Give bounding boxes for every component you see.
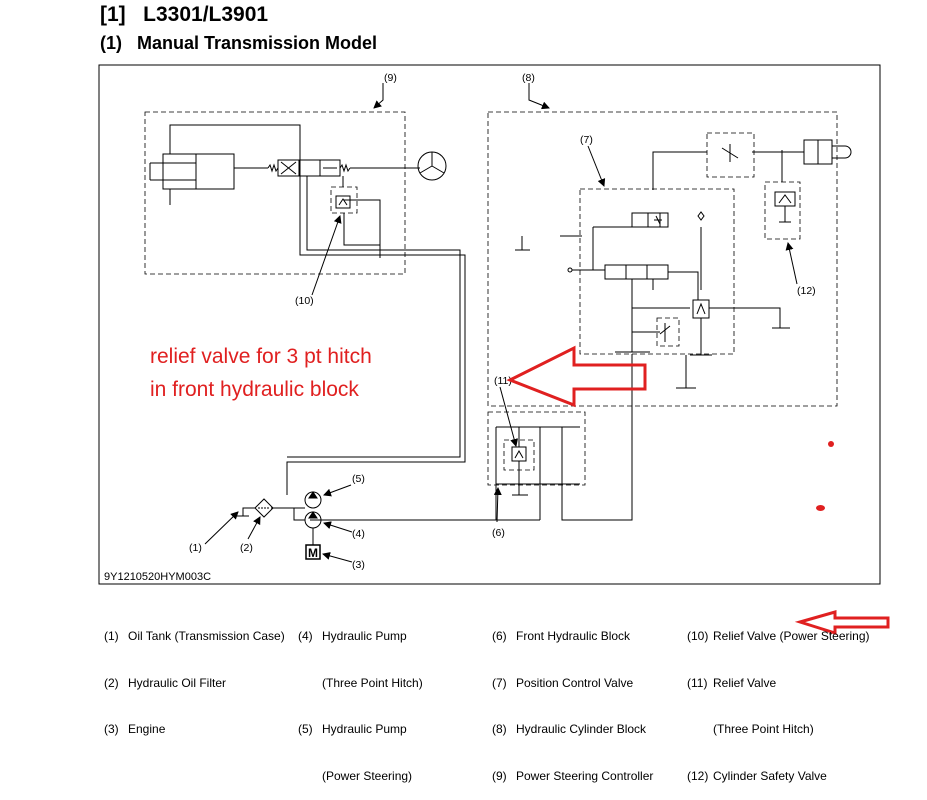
pcv-relief-box	[656, 317, 680, 347]
red-dot-2	[816, 505, 825, 511]
callout-2: (2)	[240, 542, 253, 554]
legend-item: (11)Relief Valve	[687, 675, 777, 690]
legend-item: (Three Point Hitch)	[322, 675, 423, 690]
front-hydraulic-block-box	[487, 411, 586, 486]
legend-column-2: (4)Hydraulic Pump (Three Point Hitch) (5…	[298, 598, 423, 800]
cylinder-safety-valve-box	[764, 181, 801, 240]
legend-item: (1)Oil Tank (Transmission Case)	[104, 629, 285, 643]
callout-6: (6)	[492, 527, 505, 539]
callout-1: (1)	[189, 542, 202, 554]
legend-item: (2)Hydraulic Oil Filter	[104, 675, 227, 690]
legend-column-1: (1)Oil Tank (Transmission Case) (2)Hydra…	[104, 598, 285, 753]
engine-symbol-letter: M	[308, 546, 318, 560]
callout-5: (5)	[352, 473, 365, 485]
annotation-arrow-small	[794, 610, 890, 636]
flow-control-box	[706, 132, 755, 178]
legend-item: (6)Front Hydraulic Block	[492, 629, 631, 643]
section-title: [1] L3301/L3901	[100, 3, 269, 26]
callout-11: (11)	[494, 375, 512, 387]
legend-item: (10)Relief Valve (Power Steering)	[687, 629, 870, 643]
hydraulic-cylinder-block-box	[487, 111, 838, 407]
diagram-code: 9Y1210520HYM003C	[104, 571, 211, 583]
callout-3: (3)	[352, 559, 365, 571]
legend-item: (7)Position Control Valve	[492, 675, 634, 690]
annotation-line-1: relief valve for 3 pt hitch	[150, 345, 372, 368]
legend-column-4: (10)Relief Valve (Power Steering) (11)Re…	[687, 598, 870, 800]
subsection-title: (1) Manual Transmission Model	[100, 33, 378, 53]
callout-9: (9)	[384, 72, 397, 84]
legend-item: (8)Hydraulic Cylinder Block	[492, 722, 647, 736]
callout-4: (4)	[352, 528, 365, 540]
hydraulic-diagram: (9) (8) (7) (12) (10) (11) (6) (5) (4) (…	[98, 64, 890, 636]
callout-8: (8)	[522, 72, 535, 84]
legend-item: (3)Engine	[104, 722, 166, 736]
legend-item: (4)Hydraulic Pump	[298, 629, 407, 643]
diagram-frame	[98, 64, 881, 585]
legend-item: (Three Point Hitch)	[713, 722, 814, 736]
power-steering-controller-box	[144, 111, 406, 275]
engine-symbol-box	[305, 544, 321, 560]
callout-10: (10)	[295, 295, 314, 307]
legend-item: (5)Hydraulic Pump	[298, 722, 407, 736]
red-dot-1	[828, 441, 834, 447]
annotation-line-2: in front hydraulic block	[150, 378, 359, 401]
callout-12: (12)	[797, 285, 816, 297]
legend-item: (Power Steering)	[322, 768, 413, 783]
legend-column-3: (6)Front Hydraulic Block (7)Position Con…	[492, 598, 653, 800]
steering-cylinder	[195, 153, 235, 190]
annotation-arrow-large	[506, 345, 647, 408]
callout-7: (7)	[580, 134, 593, 146]
legend-item: (12)Cylinder Safety Valve	[687, 768, 827, 783]
position-control-valve-box	[579, 188, 735, 355]
legend-item: (9)Power Steering Controller	[492, 768, 654, 783]
position-control-spool	[604, 264, 669, 280]
